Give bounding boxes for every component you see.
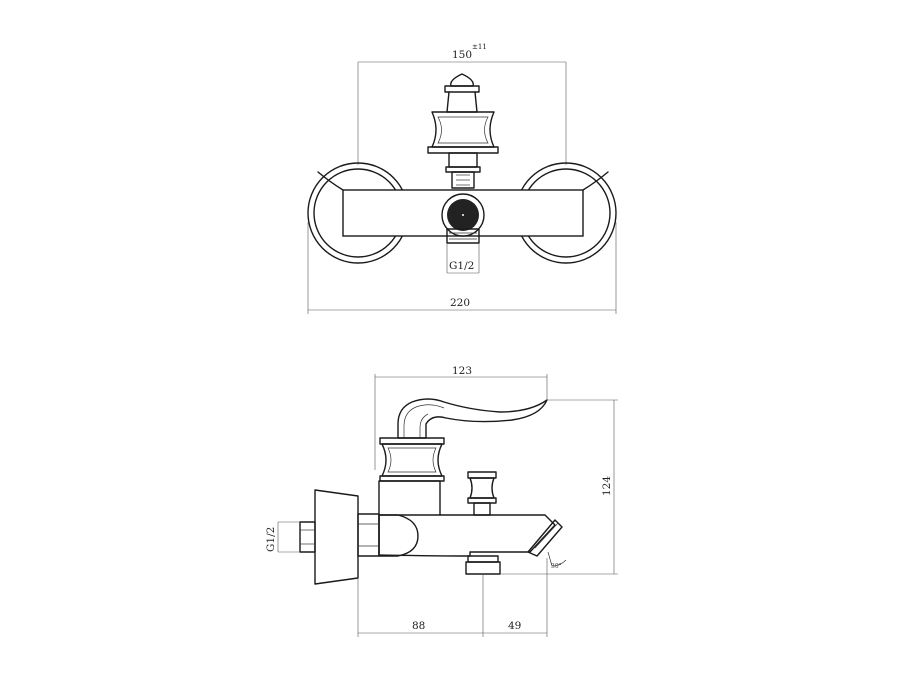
dimension-88-label: 88 — [412, 620, 425, 632]
angle-label: 30° — [551, 563, 562, 570]
dimension-150-tolerance: ±11 — [472, 43, 487, 51]
outlet-side — [465, 555, 501, 575]
wall-flange-side — [299, 489, 380, 585]
thread-callout-side: G1/2 — [265, 521, 300, 553]
thread-front-label: G1/2 — [449, 260, 474, 272]
outlet-front — [441, 193, 485, 244]
cartridge-housing — [379, 437, 445, 482]
dimension-49-label: 49 — [508, 620, 521, 632]
side-view: 123 — [265, 365, 618, 637]
dimension-124-label: 124 — [601, 476, 613, 496]
spout-tip: 30° — [527, 519, 567, 570]
handle-assembly — [427, 73, 499, 189]
dimension-123: 123 — [374, 365, 548, 470]
lever-handle — [397, 398, 548, 439]
dimension-150-label: 150 — [452, 49, 472, 61]
diverter-knob — [467, 471, 497, 516]
dimension-220-label: 220 — [450, 297, 470, 309]
front-view: 150 ±11 — [307, 43, 617, 314]
dimension-124: 124 — [500, 399, 618, 575]
thread-side-label: G1/2 — [265, 527, 277, 552]
dimension-88-49: 88 49 — [357, 558, 548, 637]
dimension-150: 150 ±11 — [357, 43, 567, 165]
thread-callout-front: G1/2 — [446, 243, 480, 274]
dimension-220: 220 — [307, 222, 617, 314]
dimension-123-label: 123 — [452, 365, 472, 377]
side-body — [378, 480, 556, 557]
